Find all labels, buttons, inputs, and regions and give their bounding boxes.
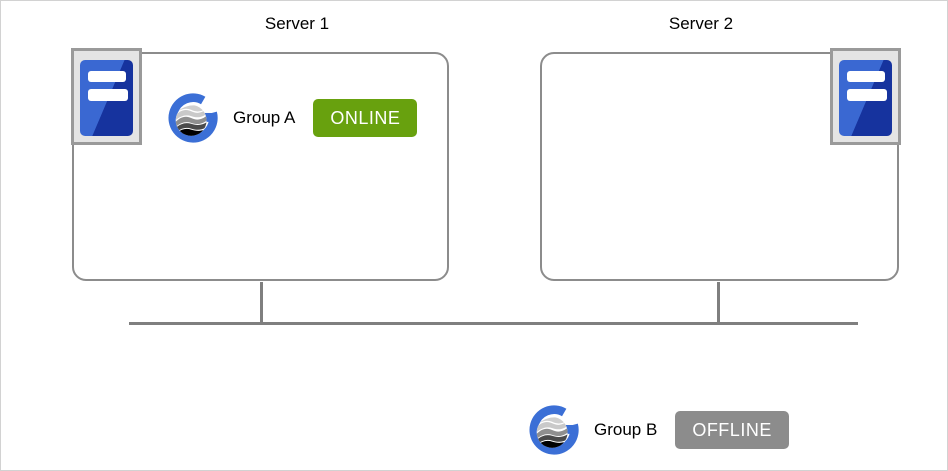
server-slot <box>847 71 885 82</box>
status-badge-online: ONLINE <box>313 99 418 137</box>
server-icon <box>830 48 901 145</box>
group-b-row: Group B OFFLINE <box>529 403 789 457</box>
group-globe-g-icon <box>168 93 218 143</box>
status-badge-offline: OFFLINE <box>675 411 789 449</box>
server2-title: Server 2 <box>668 14 734 33</box>
server-tower <box>839 60 892 136</box>
server-tower <box>80 60 133 136</box>
server-slot <box>88 89 128 101</box>
server1-title: Server 1 <box>264 14 330 33</box>
network-drop-line-server1 <box>260 282 263 323</box>
group-a-row: Group A ONLINE <box>168 91 418 145</box>
server-slot <box>847 89 887 101</box>
network-trunk-line <box>129 322 858 325</box>
network-drop-line-server2 <box>717 282 720 323</box>
server-slot <box>88 71 126 82</box>
group-globe-g-icon <box>529 405 579 455</box>
group-a-label: Group A <box>233 108 296 127</box>
server-icon <box>71 48 142 145</box>
group-b-label: Group B <box>594 420 658 439</box>
